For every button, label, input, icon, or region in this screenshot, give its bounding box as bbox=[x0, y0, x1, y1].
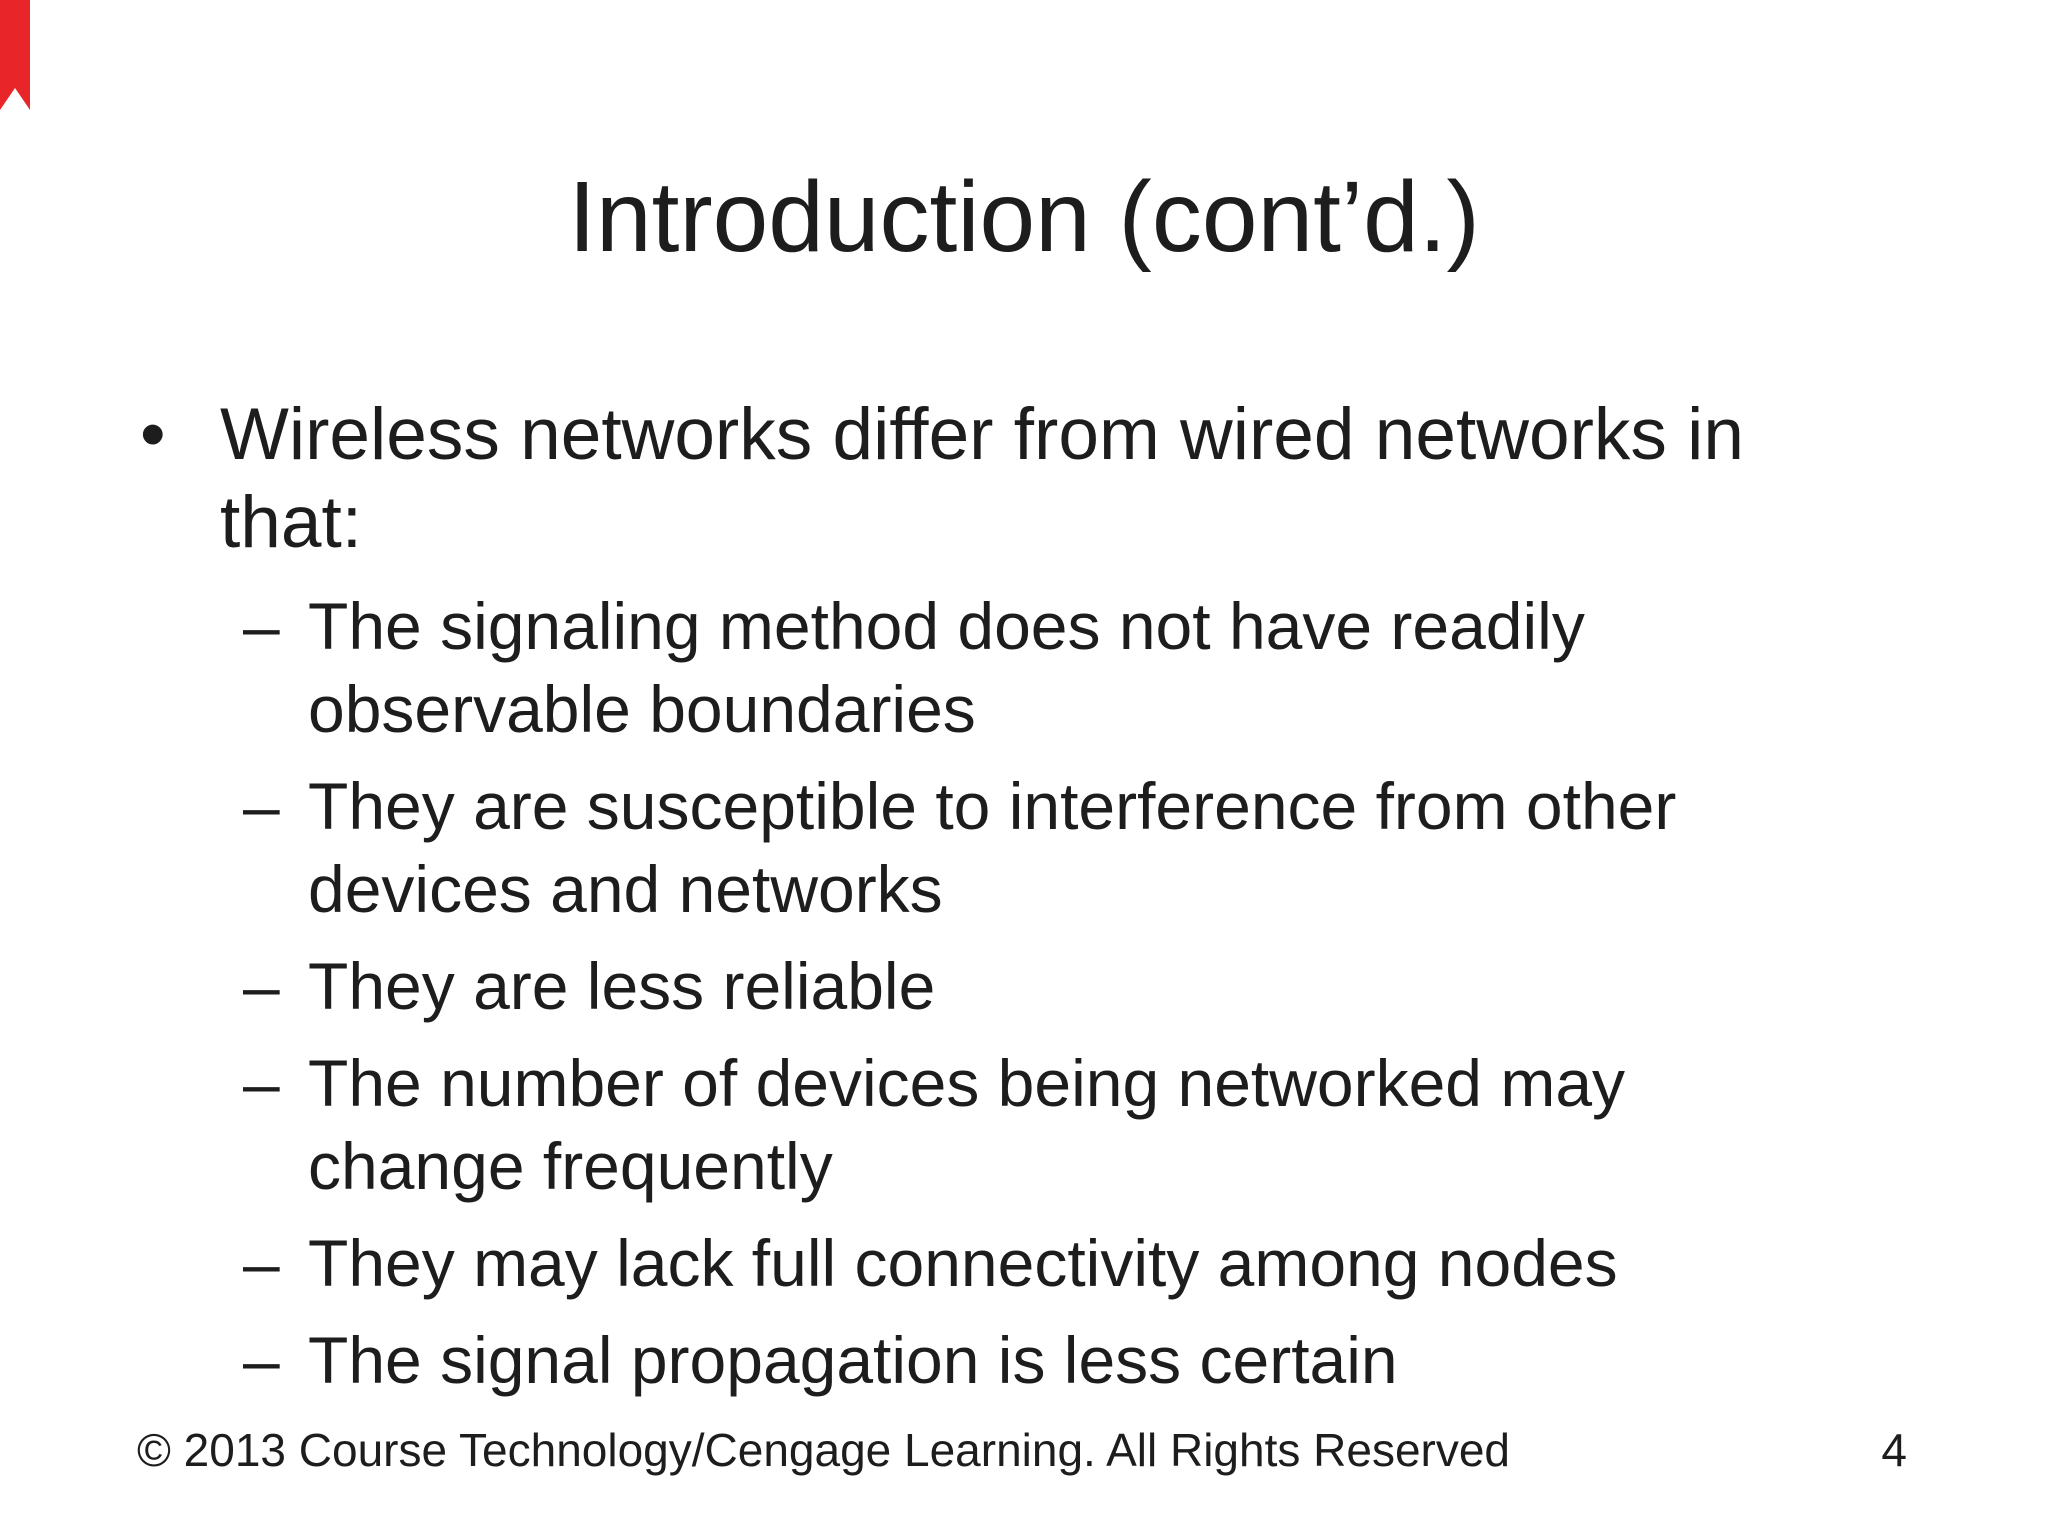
list-item: – They are less reliable bbox=[243, 945, 2048, 1028]
bullet-text: They may lack full connectivity among no… bbox=[308, 1226, 1618, 1300]
bullet-marker: – bbox=[243, 1323, 280, 1397]
bullet-text: They are susceptible to interference fro… bbox=[308, 769, 1677, 926]
list-item: – They are susceptible to interference f… bbox=[243, 765, 2048, 931]
bullet-text: The signal propagation is less certain bbox=[308, 1323, 1398, 1397]
list-item: • Wireless networks differ from wired ne… bbox=[140, 391, 2048, 567]
list-item: – The number of devices being networked … bbox=[243, 1042, 2048, 1208]
bookmark-ribbon-icon[interactable] bbox=[0, 0, 30, 110]
bullet-marker: – bbox=[243, 949, 280, 1023]
bullet-text: The signaling method does not have readi… bbox=[308, 589, 1585, 746]
slide-title: Introduction (cont’d.) bbox=[568, 161, 1480, 273]
page-number: 4 bbox=[1881, 1424, 1907, 1476]
bullet-marker: – bbox=[243, 769, 280, 843]
bullet-marker: – bbox=[243, 1226, 280, 1300]
bullet-text: Wireless networks differ from wired netw… bbox=[220, 394, 1744, 563]
list-item: – The signaling method does not have rea… bbox=[243, 585, 2048, 751]
list-item: – They may lack full connectivity among … bbox=[243, 1222, 2048, 1305]
bullet-list: • Wireless networks differ from wired ne… bbox=[0, 391, 2048, 1416]
bullet-marker: – bbox=[243, 589, 280, 663]
bullet-marker: • bbox=[140, 394, 166, 475]
list-item: – The signal propagation is less certain bbox=[243, 1319, 2048, 1402]
bullet-text: They are less reliable bbox=[308, 949, 936, 1023]
bullet-text: The number of devices being networked ma… bbox=[308, 1046, 1626, 1203]
bullet-marker: – bbox=[243, 1046, 280, 1120]
footer-copyright: © 2013 Course Technology/Cengage Learnin… bbox=[137, 1424, 1511, 1476]
